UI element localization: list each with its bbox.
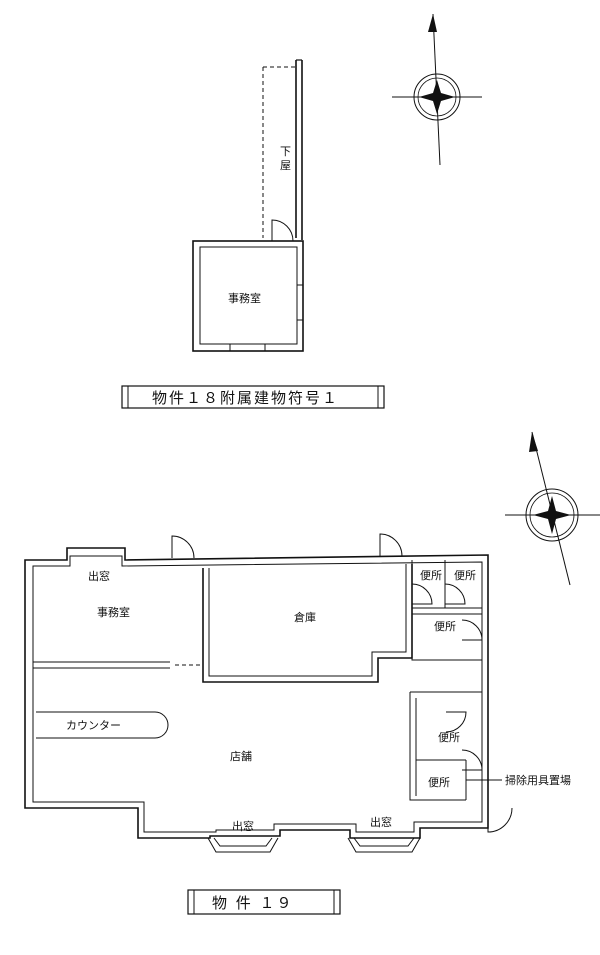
main-caption: 物 件 １９ (212, 894, 294, 912)
counter-shape (36, 711, 169, 739)
main-outer-walls (24, 547, 489, 839)
north-arrow-top (392, 13, 482, 166)
window-bottom-left-label: 出窓 (232, 819, 254, 833)
toilet-label-5: 便所 (428, 776, 450, 789)
shed-label-char-2: 屋 (280, 159, 291, 172)
window-bottom-right-label: 出窓 (370, 815, 392, 829)
annex-caption: 物件１８附属建物符号１ (152, 389, 339, 407)
warehouse-label: 倉庫 (294, 610, 316, 624)
north-arrow-main (505, 431, 600, 586)
shed-label-char-1: 下 (280, 145, 291, 158)
toilet-block-top (411, 560, 483, 661)
annex-office-label: 事務室 (228, 291, 261, 305)
counter-label: カウンター (66, 719, 121, 732)
door-top-left (171, 535, 195, 559)
annex-caption-box: 物件１８附属建物符号１ (121, 385, 385, 409)
toilet-label-1: 便所 (420, 569, 442, 582)
bay-window-bottom-left (207, 837, 279, 853)
annex-shed (262, 59, 303, 240)
toilet-block-bottom (409, 691, 483, 801)
main-office-label: 事務室 (97, 605, 130, 619)
bay-window-bottom-right (347, 837, 421, 853)
annex-office (192, 240, 304, 352)
annex-door (271, 219, 294, 242)
main-caption-box: 物 件 １９ (187, 889, 341, 915)
toilet-label-3: 便所 (434, 620, 456, 633)
door-bottom-right (487, 807, 513, 833)
toilet-label-2: 便所 (454, 569, 476, 582)
toilet-label-4: 便所 (438, 731, 460, 744)
window-left-label: 出窓 (88, 569, 110, 583)
door-top-right (379, 533, 403, 557)
cleaning-storage-label: 掃除用具置場 (505, 773, 571, 787)
shop-label: 店舗 (230, 749, 252, 763)
